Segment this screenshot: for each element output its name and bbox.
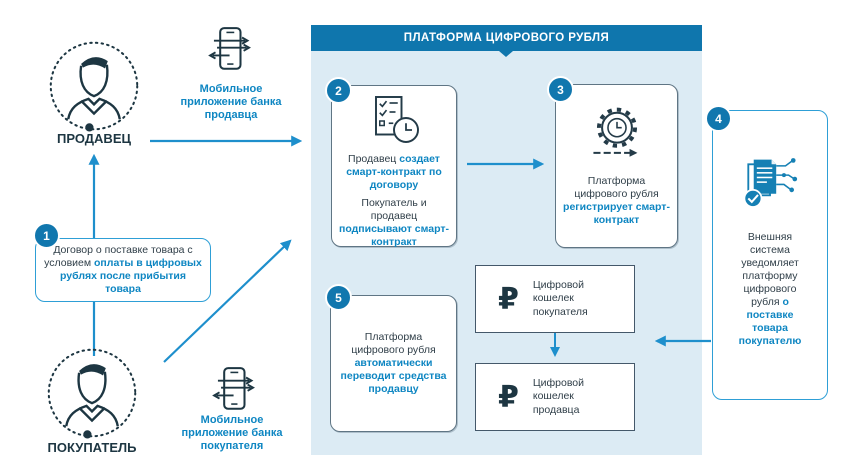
seller-app-label: Мобильное приложение банка продавца (180, 83, 282, 121)
step5-text-bold: автоматически переводит средства продавц… (340, 356, 447, 396)
step3-text-bold: регистрирует смарт-контракт (563, 201, 670, 227)
step5-card: Платформа цифрового рубля автоматически … (330, 295, 457, 432)
step2-text1-normal: Продавец (348, 153, 400, 165)
step2-text-1: Продавец создает смарт-контракт по догов… (337, 153, 451, 192)
platform-header: ПЛАТФОРМА ЦИФРОВОГО РУБЛЯ (311, 25, 702, 51)
seller-label: ПРОДАВЕЦ (57, 131, 131, 146)
buyer-avatar-icon (47, 348, 137, 439)
step2-text-2: Покупатель и продавец подписывают смарт-… (337, 197, 451, 249)
seller-wallet-label: Цифровой кошелек продавца (532, 377, 584, 416)
step2-text2-normal: Покупатель и продавец (361, 197, 427, 223)
platform-title: ПЛАТФОРМА ЦИФРОВОГО РУБЛЯ (403, 32, 610, 44)
buyer-mobile-app-icon (212, 367, 255, 410)
step3-card: Платформа цифрового рубля регистрирует с… (555, 84, 678, 248)
step4-text-bold: о поставке товара покупателю (738, 296, 802, 348)
step1-text: Договор о поставке товара с условием опл… (44, 244, 202, 296)
step1-text-bold: оплаты в цифровых рублях после прибытия … (59, 256, 202, 296)
step4-badge: 4 (705, 105, 732, 132)
registration-gear-clock-icon (592, 107, 637, 157)
ruble-icon: ₽ (498, 281, 519, 317)
step1-card: Договор о поставке товара с условием опл… (35, 238, 211, 302)
buyer-wallet-label: Цифровой кошелек покупателя (532, 279, 588, 318)
arrow-buyer-to-step2 (163, 239, 292, 363)
step3-text: Платформа цифрового рубля регистрирует с… (561, 175, 672, 227)
step4-text: Внешняя система уведомляет платформу циф… (728, 231, 812, 348)
step3-text-normal: Платформа цифрового рубля (574, 175, 659, 201)
seller-wallet-card: ₽ Цифровой кошелек продавца (475, 363, 635, 431)
step5-text: Платформа цифрового рубля автоматически … (339, 331, 448, 396)
step3-badge: 3 (547, 76, 574, 103)
step2-text1-bold: создает смарт-контракт по договору (346, 153, 442, 192)
step2-badge: 2 (325, 77, 352, 104)
seller-mobile-app-icon (208, 27, 251, 70)
buyer-wallet-card: ₽ Цифровой кошелек покупателя (475, 265, 635, 333)
seller-avatar-icon (49, 41, 139, 132)
step2-card: Продавец создает смарт-контракт по догов… (331, 85, 457, 249)
step4-text-normal: Внешняя система уведомляет платформу циф… (741, 231, 799, 309)
ruble-icon: ₽ (498, 379, 519, 415)
smart-contract-checklist-icon (375, 96, 419, 143)
platform-header-notch-icon (499, 51, 513, 57)
step1-badge: 1 (33, 222, 60, 249)
step2-icon-wrap (362, 94, 426, 148)
step2-text2-bold: подписывают смарт-контракт (338, 223, 450, 249)
step4-card: Внешняя система уведомляет платформу циф… (712, 110, 828, 400)
step5-text-normal: Платформа цифрового рубля (351, 330, 436, 356)
step4-icon-wrap (737, 155, 803, 217)
step1-text-normal: Договор о поставке товара с условием (44, 243, 193, 269)
step5-badge: 5 (325, 284, 352, 311)
delivery-notification-doc-icon (743, 158, 798, 208)
buyer-app-label: Мобильное приложение банка покупателя (181, 414, 283, 452)
buyer-label: ПОКУПАТЕЛЬ (47, 440, 137, 455)
step3-icon-wrap (584, 105, 650, 163)
